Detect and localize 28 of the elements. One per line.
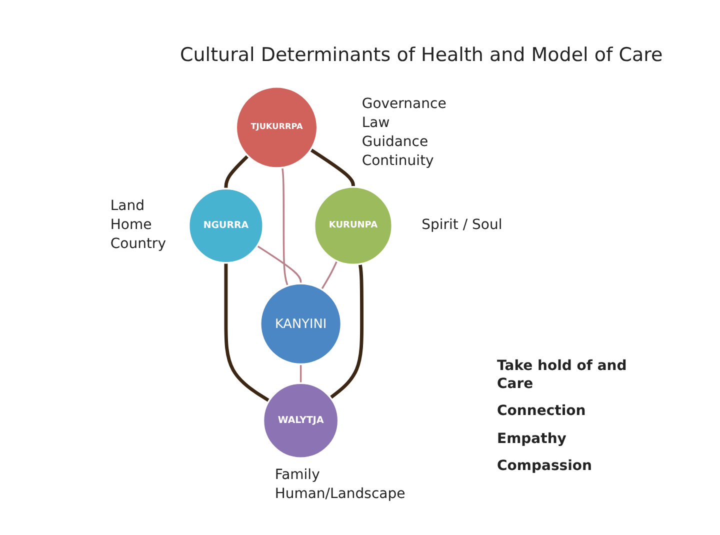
connector-line	[329, 264, 364, 400]
connector-line	[309, 148, 354, 188]
note-text: Family	[274, 466, 321, 486]
connector-line	[320, 260, 338, 290]
concept-circle: WALYTJA	[262, 382, 339, 459]
note-text: Home	[110, 216, 153, 236]
keyword-text: Empathy	[497, 430, 568, 448]
note-text: Land	[110, 197, 146, 216]
concept-circle: KURUNPA	[313, 186, 392, 266]
keyword-text: Connection	[497, 402, 587, 421]
connector-line	[299, 364, 302, 384]
connector-line	[224, 262, 270, 402]
note-text: Continuity	[362, 152, 435, 170]
concept-circle: NGURRA	[188, 188, 264, 264]
note-text: Guidance	[362, 132, 430, 152]
keyword-text: Compassion	[497, 456, 593, 475]
concept-circle: TJUKURRPA	[234, 86, 318, 169]
note-text: Spirit / Soul	[422, 216, 502, 236]
note-text: Governance	[362, 94, 446, 114]
keyword-text: Take hold of and Care	[497, 357, 628, 394]
connector-line	[256, 245, 302, 284]
concept-circle: KANYINI	[259, 282, 342, 366]
slide-title: Cultural Determinants of Health and Model of Care	[180, 44, 663, 66]
note-text: Human/Landscape	[274, 485, 406, 504]
note-text: Country	[110, 235, 166, 254]
connector-line	[224, 154, 249, 189]
connector-line	[280, 168, 288, 286]
note-text: Law	[362, 114, 391, 133]
